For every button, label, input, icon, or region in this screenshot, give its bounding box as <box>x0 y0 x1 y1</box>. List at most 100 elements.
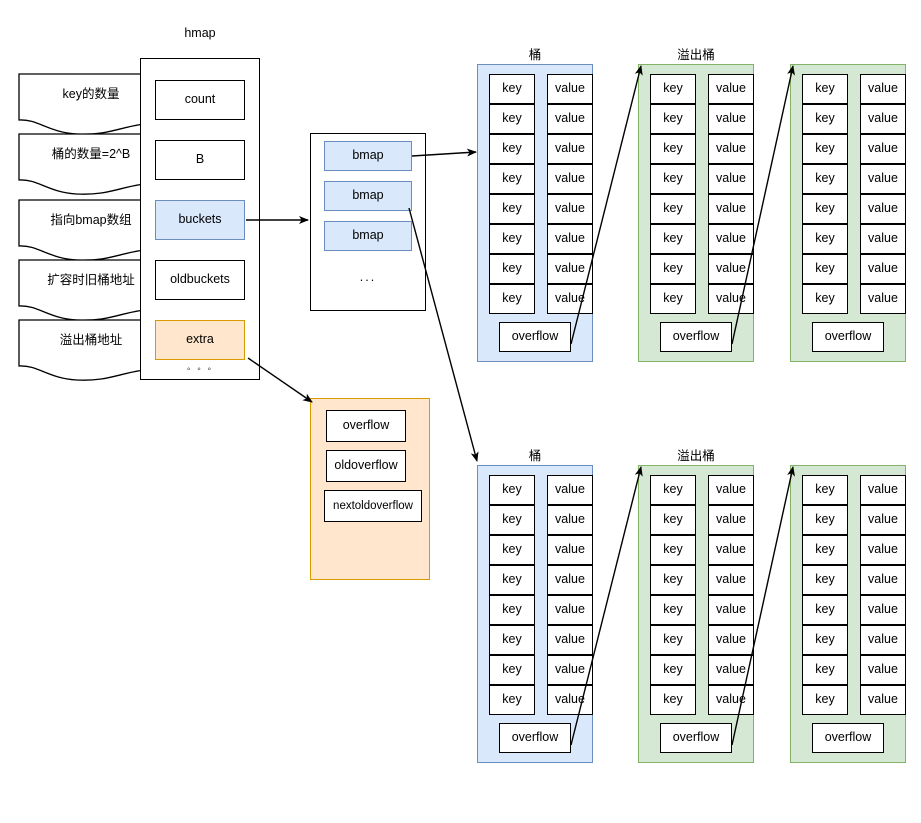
bucket-cell-value[interactable]: value <box>547 535 593 565</box>
bucket-cell-value[interactable]: value <box>708 535 754 565</box>
bucket-cell-key[interactable]: key <box>489 164 535 194</box>
bucket-cell-value[interactable]: value <box>860 535 906 565</box>
bucket-cell-key[interactable]: key <box>489 595 535 625</box>
bucket-cell-value[interactable]: value <box>547 74 593 104</box>
bucket-cell-key[interactable]: key <box>489 224 535 254</box>
bucket-cell-value[interactable]: value <box>547 565 593 595</box>
bucket-cell-value[interactable]: value <box>860 134 906 164</box>
bucket-cell-key[interactable]: key <box>489 194 535 224</box>
bucket-cell-key[interactable]: key <box>489 74 535 104</box>
bucket-cell-value[interactable]: value <box>547 685 593 715</box>
bucket-cell-key[interactable]: key <box>802 595 848 625</box>
bucket-cell-value[interactable]: value <box>708 625 754 655</box>
hmap-field-count[interactable]: count <box>155 80 245 120</box>
bucket-cell-value[interactable]: value <box>860 595 906 625</box>
hmap-field-b[interactable]: B <box>155 140 245 180</box>
bucket-cell-key[interactable]: key <box>802 655 848 685</box>
bucket-cell-value[interactable]: value <box>860 565 906 595</box>
bucket-cell-value[interactable]: value <box>708 104 754 134</box>
bucket-cell-value[interactable]: value <box>547 655 593 685</box>
bucket-overflow-pointer[interactable]: overflow <box>812 723 884 753</box>
bucket-cell-value[interactable]: value <box>547 625 593 655</box>
bucket-cell-key[interactable]: key <box>489 475 535 505</box>
bucket-cell-value[interactable]: value <box>708 595 754 625</box>
bucket-cell-key[interactable]: key <box>489 565 535 595</box>
bucket-cell-value[interactable]: value <box>708 284 754 314</box>
hmap-field-buckets[interactable]: buckets <box>155 200 245 240</box>
bucket-cell-key[interactable]: key <box>802 74 848 104</box>
bucket-cell-key[interactable]: key <box>489 625 535 655</box>
bucket-cell-key[interactable]: key <box>650 224 696 254</box>
bucket-cell-key[interactable]: key <box>802 254 848 284</box>
bucket-cell-value[interactable]: value <box>860 74 906 104</box>
mapextra-field-overflow[interactable]: overflow <box>326 410 406 442</box>
bucket-cell-key[interactable]: key <box>650 74 696 104</box>
bmap-item-1[interactable]: bmap <box>324 181 412 211</box>
bucket-cell-key[interactable]: key <box>650 134 696 164</box>
bucket-cell-value[interactable]: value <box>547 595 593 625</box>
bucket-cell-value[interactable]: value <box>547 134 593 164</box>
bucket-cell-key[interactable]: key <box>650 475 696 505</box>
bucket-cell-value[interactable]: value <box>860 194 906 224</box>
bucket-cell-key[interactable]: key <box>650 104 696 134</box>
bucket-cell-value[interactable]: value <box>708 254 754 284</box>
bucket-cell-key[interactable]: key <box>650 284 696 314</box>
bucket-overflow-pointer[interactable]: overflow <box>499 723 571 753</box>
bucket-cell-value[interactable]: value <box>860 284 906 314</box>
bucket-cell-key[interactable]: key <box>489 104 535 134</box>
bucket-cell-key[interactable]: key <box>802 194 848 224</box>
bucket-cell-value[interactable]: value <box>708 685 754 715</box>
bucket-cell-key[interactable]: key <box>802 104 848 134</box>
bucket-cell-key[interactable]: key <box>650 565 696 595</box>
bucket-cell-value[interactable]: value <box>547 284 593 314</box>
bucket-cell-value[interactable]: value <box>547 104 593 134</box>
bucket-cell-key[interactable]: key <box>802 164 848 194</box>
bucket-cell-value[interactable]: value <box>708 475 754 505</box>
bucket-cell-value[interactable]: value <box>547 505 593 535</box>
bmap-item-2[interactable]: bmap <box>324 221 412 251</box>
bucket-cell-value[interactable]: value <box>860 224 906 254</box>
bucket-cell-key[interactable]: key <box>650 685 696 715</box>
bucket-cell-value[interactable]: value <box>860 625 906 655</box>
bucket-cell-key[interactable]: key <box>489 134 535 164</box>
bucket-cell-value[interactable]: value <box>547 194 593 224</box>
bucket-cell-value[interactable]: value <box>708 194 754 224</box>
bucket-cell-key[interactable]: key <box>489 284 535 314</box>
hmap-field-extra[interactable]: extra <box>155 320 245 360</box>
bucket-cell-value[interactable]: value <box>860 254 906 284</box>
bucket-cell-key[interactable]: key <box>650 254 696 284</box>
bucket-cell-key[interactable]: key <box>489 535 535 565</box>
bucket-cell-key[interactable]: key <box>489 655 535 685</box>
bucket-overflow-pointer[interactable]: overflow <box>660 322 732 352</box>
bucket-cell-key[interactable]: key <box>650 194 696 224</box>
bucket-cell-key[interactable]: key <box>802 565 848 595</box>
bucket-cell-key[interactable]: key <box>650 164 696 194</box>
bucket-overflow-pointer[interactable]: overflow <box>812 322 884 352</box>
bucket-cell-value[interactable]: value <box>860 475 906 505</box>
bucket-cell-key[interactable]: key <box>650 535 696 565</box>
bucket-cell-value[interactable]: value <box>860 164 906 194</box>
bmap-item-0[interactable]: bmap <box>324 141 412 171</box>
bucket-cell-key[interactable]: key <box>650 625 696 655</box>
bucket-cell-key[interactable]: key <box>802 134 848 164</box>
bucket-cell-key[interactable]: key <box>802 505 848 535</box>
bucket-cell-value[interactable]: value <box>708 224 754 254</box>
bucket-overflow-pointer[interactable]: overflow <box>499 322 571 352</box>
bucket-cell-key[interactable]: key <box>650 505 696 535</box>
bucket-cell-value[interactable]: value <box>708 164 754 194</box>
bucket-cell-value[interactable]: value <box>547 224 593 254</box>
bucket-cell-key[interactable]: key <box>802 224 848 254</box>
bucket-cell-key[interactable]: key <box>489 685 535 715</box>
bucket-cell-key[interactable]: key <box>650 595 696 625</box>
mapextra-field-oldoverflow[interactable]: oldoverflow <box>326 450 406 482</box>
bucket-cell-value[interactable]: value <box>708 134 754 164</box>
bucket-cell-key[interactable]: key <box>802 284 848 314</box>
bucket-cell-key[interactable]: key <box>489 505 535 535</box>
bucket-cell-value[interactable]: value <box>860 104 906 134</box>
bucket-cell-value[interactable]: value <box>708 655 754 685</box>
bucket-cell-key[interactable]: key <box>650 655 696 685</box>
bucket-cell-value[interactable]: value <box>708 565 754 595</box>
bucket-cell-key[interactable]: key <box>802 475 848 505</box>
hmap-field-oldbuckets[interactable]: oldbuckets <box>155 260 245 300</box>
bucket-cell-key[interactable]: key <box>802 535 848 565</box>
